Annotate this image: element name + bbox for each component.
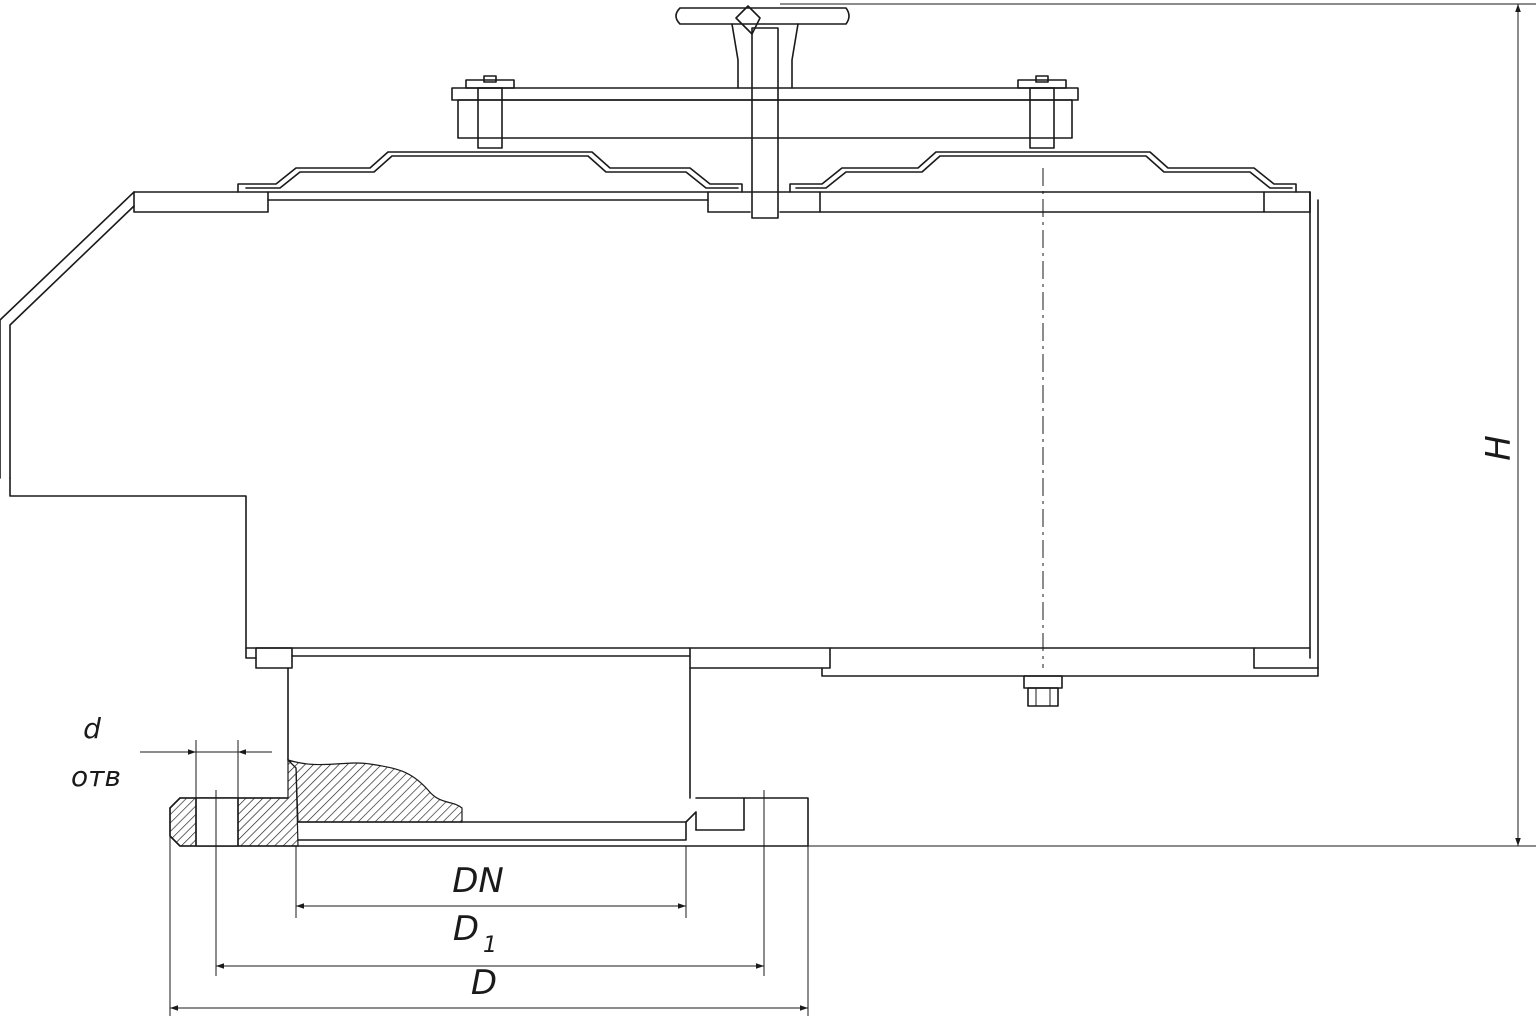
dimension-height [780,3,1536,847]
dimension-dn [295,846,687,918]
dimension-hole [140,740,272,798]
dimension-label-d1-subscript: 1 [483,933,497,958]
dimension-label-d1: D [453,909,479,949]
dimension-d1 [215,856,765,976]
inlet-flange [169,667,809,856]
dimension-d [169,836,809,1016]
top-cover [237,5,1297,219]
dimension-label-d: D [471,963,497,1003]
dimension-label-hole: d [83,712,101,745]
dimension-label-dn: DN [452,861,504,901]
housing-body [0,168,1319,677]
drain-nut [1023,675,1063,707]
dimension-label-hole-note: отв [71,760,121,793]
dimension-label-height: H [1479,435,1519,461]
